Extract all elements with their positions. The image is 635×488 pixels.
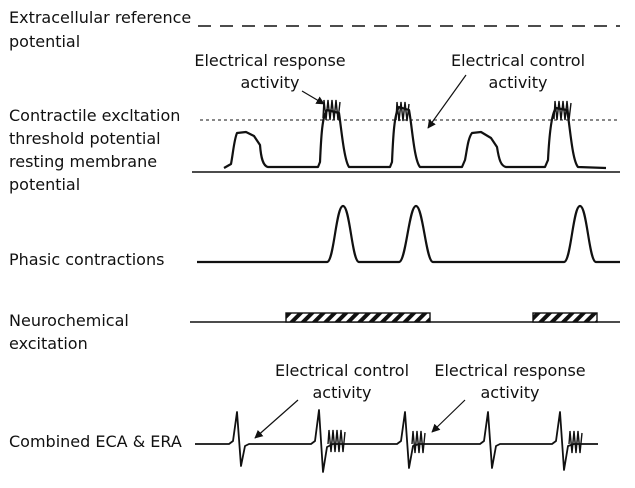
bottom-era-burst-3 <box>568 430 583 454</box>
bottom-eca-callout-line1: Electrical control <box>274 361 410 380</box>
combined-label: Combined ECA & ERA <box>9 432 182 451</box>
neurochemical-bar-1 <box>285 312 431 323</box>
bottom-eca-callout-line2: activity <box>312 383 372 402</box>
extracellular-label-line2: potential <box>9 32 81 51</box>
neurochemical-bar-2 <box>532 312 598 323</box>
top-era-arrow <box>301 90 325 105</box>
resting-label-line2: potential <box>9 175 81 194</box>
top-era-callout-line2: activity <box>240 73 300 92</box>
extracellular-label-line1: Extracellular reference <box>9 8 192 27</box>
bottom-era-burst-1 <box>327 429 346 453</box>
top-era-burst-3 <box>553 100 572 121</box>
threshold-label-line2: threshold potential <box>9 129 161 148</box>
bottom-eca-arrow <box>254 399 299 439</box>
top-eca-callout-line1: Electrical control <box>450 51 586 70</box>
neurochemical-label-line1: Neurochemical <box>9 311 129 330</box>
threshold-label-line1: Contractile excltation <box>9 106 181 125</box>
bottom-era-callout-line1: Electrical response <box>434 361 586 380</box>
resting-label-line1: resting membrane <box>9 152 158 171</box>
combined-trace <box>195 409 598 473</box>
membrane-potential-trace <box>223 105 607 170</box>
bottom-era-callout-line2: activity <box>480 383 540 402</box>
top-era-burst-2 <box>395 101 410 122</box>
phasic-label: Phasic contractions <box>9 250 165 269</box>
top-eca-callout-line2: activity <box>488 73 548 92</box>
top-era-burst-1 <box>322 99 341 121</box>
phasic-contraction-trace <box>197 204 620 264</box>
neurochemical-label-line2: excitation <box>9 334 88 353</box>
bottom-era-burst-2 <box>411 430 426 454</box>
top-eca-arrow <box>427 74 467 129</box>
top-era-callout-line1: Electrical response <box>194 51 346 70</box>
bottom-era-arrow <box>431 399 466 433</box>
